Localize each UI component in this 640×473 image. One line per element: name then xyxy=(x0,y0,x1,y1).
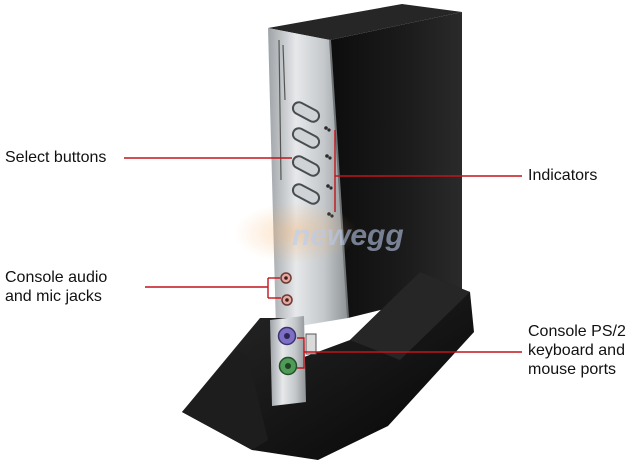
select-buttons-group xyxy=(291,100,321,206)
callout-line: Indicators xyxy=(528,167,598,184)
stand-top-face xyxy=(350,272,470,360)
indicator-led xyxy=(328,156,332,160)
select-button-4[interactable] xyxy=(291,182,321,206)
select-button-2[interactable] xyxy=(291,126,321,150)
select-button-1[interactable] xyxy=(291,100,321,124)
indicator-led xyxy=(329,186,333,190)
callout-line: mouse ports xyxy=(528,361,617,378)
indicator-led xyxy=(324,126,328,130)
housing-top xyxy=(268,4,462,40)
leader-lines xyxy=(124,130,522,369)
callout-console-audio: Console audio and mic jacks xyxy=(5,268,107,306)
indicator-led xyxy=(325,154,329,158)
watermark-text: newegg xyxy=(292,219,404,252)
newegg-watermark: newegg xyxy=(234,203,404,263)
housing-side xyxy=(330,12,462,318)
panel-print xyxy=(278,39,286,181)
panel-edge xyxy=(329,39,349,319)
callout-line: and mic jacks xyxy=(5,288,102,305)
indicator-led xyxy=(327,128,331,132)
callout-line: keyboard and xyxy=(528,342,625,359)
callout-line: Console audio xyxy=(5,269,108,286)
callout-line: Console PS/2 xyxy=(528,323,626,340)
stand-front-face xyxy=(182,350,268,450)
callout-line: Select buttons xyxy=(5,149,107,166)
callout-console-ps2: Console PS/2 keyboard and mouse ports xyxy=(528,322,626,379)
audio-jacks xyxy=(280,272,293,306)
leader-line-ps2 xyxy=(297,337,305,369)
usb-port-icon xyxy=(305,333,317,355)
callout-select-buttons: Select buttons xyxy=(5,148,106,167)
select-button-3[interactable] xyxy=(291,154,321,178)
indicator-led xyxy=(326,184,330,188)
callout-indicators: Indicators xyxy=(528,166,597,185)
